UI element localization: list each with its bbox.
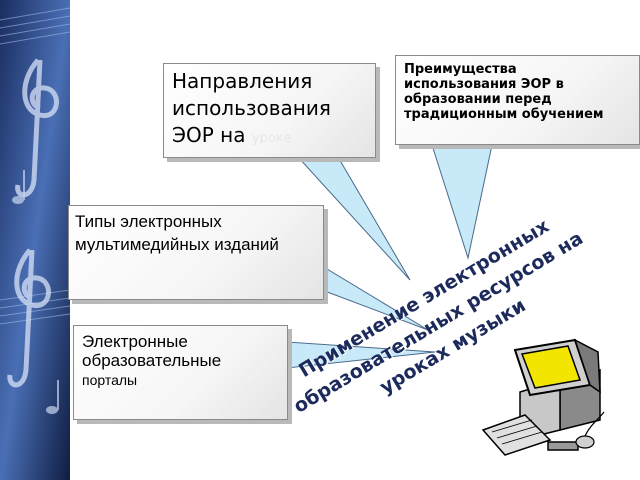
callout-tail-advantages <box>431 144 493 260</box>
staff-lines-icon <box>0 7 70 325</box>
treble-clef-icon <box>7 58 59 388</box>
music-notes-icon <box>12 170 59 414</box>
computer-icon <box>513 338 601 451</box>
box-directions: Направления использования ЭОР на уроке <box>163 63 376 158</box>
box-types: Типы электронных мультимедийных изданий <box>68 205 324 300</box>
box-types-text: Типы электронных мультимедийных изданий <box>75 212 279 254</box>
mouse-icon <box>575 411 605 449</box>
box-advantages: Преимущества использования ЭОР в образов… <box>395 55 640 145</box>
box-portals: Электронные образовательные порталы <box>73 325 288 420</box>
sidebar-art <box>0 0 70 480</box>
box-directions-faded-text: уроке <box>251 131 292 146</box>
decorative-sidebar <box>0 0 70 480</box>
box-advantages-text: Преимущества использования ЭОР в образов… <box>404 62 604 122</box>
box-directions-text: Направления использования ЭОР на <box>172 69 331 147</box>
box-portals-small-text: порталы <box>82 372 138 388</box>
box-portals-text: Электронные образовательные <box>82 332 222 370</box>
keyboard-icon <box>481 414 552 456</box>
